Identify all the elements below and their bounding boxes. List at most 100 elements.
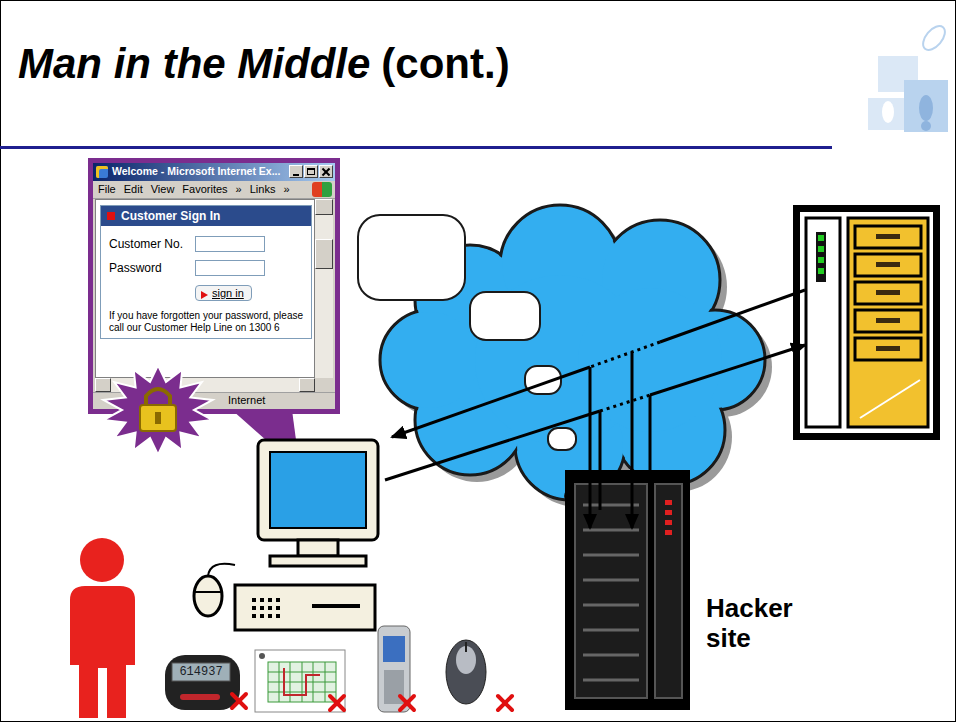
grid-card-part bbox=[325, 662, 326, 702]
title-rule bbox=[0, 146, 832, 149]
grid-card-part bbox=[259, 653, 265, 659]
traffic-arrows-part bbox=[600, 395, 650, 411]
maximize-glyph bbox=[307, 168, 315, 175]
form-row: Customer No. bbox=[109, 232, 305, 256]
server-site-part bbox=[855, 226, 921, 360]
traffic-arrows-part bbox=[650, 345, 805, 395]
thought-bubbles-part bbox=[548, 428, 576, 450]
scroll-left-button bbox=[95, 378, 111, 392]
server-site-part bbox=[818, 246, 824, 252]
user-computer-part bbox=[235, 585, 375, 630]
form-row: Password bbox=[109, 256, 305, 280]
user-computer-part bbox=[270, 556, 366, 566]
server-site-part bbox=[876, 234, 900, 239]
menu-item: File bbox=[98, 183, 116, 195]
server-site-part bbox=[806, 218, 840, 427]
hacker-server-part bbox=[665, 530, 672, 535]
cross-marks-part bbox=[232, 694, 246, 708]
server-site-part bbox=[876, 290, 900, 295]
window-button bbox=[304, 165, 318, 178]
grid-card-part bbox=[268, 662, 336, 702]
footprint-icon-part bbox=[919, 22, 949, 54]
footprint-icon bbox=[868, 22, 949, 132]
server-site bbox=[793, 205, 940, 440]
hacker-server-part bbox=[575, 484, 647, 698]
menu-item: Links bbox=[250, 183, 276, 195]
server-site-part bbox=[855, 282, 921, 304]
server-site-part bbox=[855, 310, 921, 332]
scroll-up-button bbox=[315, 199, 333, 215]
windows-logo bbox=[312, 182, 332, 197]
traffic-arrows-part bbox=[589, 367, 592, 528]
hacker-server-part bbox=[655, 484, 682, 698]
hacker-server-part bbox=[665, 500, 672, 505]
menu-bar: FileEditViewFavorites»Links» bbox=[93, 181, 335, 199]
server-site-part bbox=[860, 380, 920, 418]
panel-heading: Customer Sign In bbox=[121, 209, 305, 223]
token-display: 614937 bbox=[172, 664, 230, 680]
footprint-icon-part bbox=[919, 95, 933, 121]
hacker-server-part bbox=[583, 554, 639, 557]
user-computer-part bbox=[208, 564, 235, 576]
user-computer-part bbox=[252, 606, 256, 610]
user-computer-part bbox=[252, 598, 280, 618]
user-figure-part bbox=[80, 538, 124, 582]
server-site-part bbox=[793, 205, 940, 440]
footprint-icon-part bbox=[904, 80, 948, 132]
cross-marks-part bbox=[400, 696, 414, 710]
user-computer-part bbox=[252, 598, 256, 602]
user-computer-part bbox=[276, 614, 280, 618]
browser-window: Welcome - Microsoft Internet Ex... File Ed… bbox=[88, 158, 340, 414]
cross-marks-part bbox=[330, 696, 344, 710]
traffic-arrows-part bbox=[660, 290, 805, 342]
cross-marks bbox=[232, 694, 512, 710]
server-site-part bbox=[818, 235, 824, 241]
button-arrow bbox=[201, 291, 208, 299]
mobile-phone-part bbox=[383, 636, 405, 662]
fingerprint-mouse-part bbox=[446, 640, 486, 704]
menu-item: » bbox=[236, 183, 242, 195]
status-text: Internet bbox=[228, 394, 265, 406]
hacker-server-part bbox=[583, 679, 639, 682]
footprint-icon-part bbox=[868, 98, 904, 130]
traffic-arrows-part bbox=[631, 352, 634, 528]
grid-card-part bbox=[268, 662, 336, 702]
page-area: Customer Sign In Customer No. Password sign… bbox=[95, 199, 315, 378]
input-box bbox=[195, 260, 265, 276]
server-site-part bbox=[816, 232, 826, 282]
fingerprint-mouse bbox=[446, 640, 486, 704]
window-title: Welcome - Microsoft Internet Ex... bbox=[112, 165, 280, 177]
fingerprint-mouse-part bbox=[465, 642, 467, 652]
server-site-part bbox=[800, 212, 933, 433]
button-label: sign in bbox=[212, 287, 244, 299]
user-computer-part bbox=[252, 614, 256, 618]
hacker-server-part bbox=[565, 470, 690, 710]
user-computer-part bbox=[194, 591, 222, 593]
menu-item: Edit bbox=[124, 183, 143, 195]
user-figure-part bbox=[70, 586, 135, 718]
status-zone: Internet bbox=[228, 394, 265, 406]
user-computer bbox=[194, 440, 378, 630]
traffic-arrows-part bbox=[599, 411, 602, 510]
minimize-glyph bbox=[293, 174, 299, 176]
cross-marks-part bbox=[400, 696, 414, 710]
rsa-token-part bbox=[180, 694, 220, 700]
hacker-server bbox=[565, 470, 690, 710]
slide-title: Man in the Middle bbox=[18, 40, 370, 88]
field-label: Customer No. bbox=[109, 237, 195, 251]
help-text: If you have forgotten your password, ple… bbox=[109, 310, 305, 334]
thought-bubbles-part bbox=[358, 215, 465, 300]
rsa-token bbox=[165, 655, 240, 710]
server-site-part bbox=[818, 257, 824, 263]
token-code: 614937 bbox=[172, 664, 230, 680]
user-computer-part bbox=[258, 440, 378, 540]
network-cloud-part bbox=[382, 312, 478, 408]
user-computer-part bbox=[276, 598, 280, 602]
panel-body: Customer No. Password sign in If you have f… bbox=[101, 226, 311, 338]
footprint-icon-part bbox=[882, 101, 894, 123]
site-label: Hacker site bbox=[706, 594, 830, 654]
rsa-token-part bbox=[165, 655, 240, 710]
cross-marks-part bbox=[330, 696, 344, 710]
sign-in-panel: Customer Sign In Customer No. Password sign… bbox=[100, 205, 312, 339]
